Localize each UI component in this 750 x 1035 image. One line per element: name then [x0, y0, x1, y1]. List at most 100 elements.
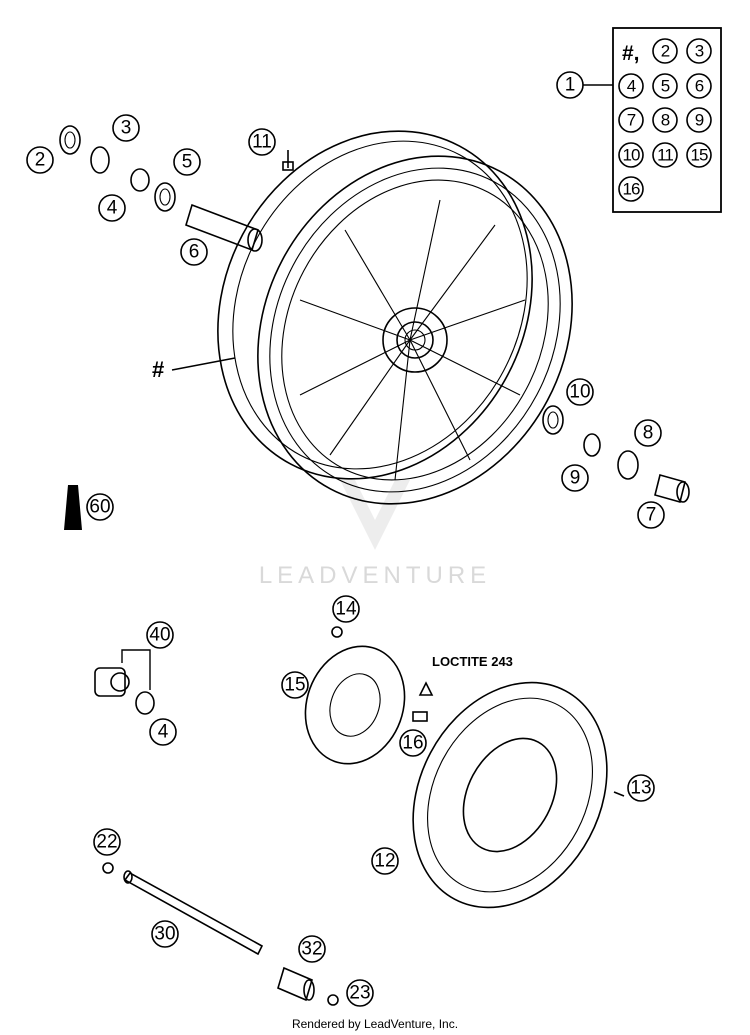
legend-item-8: 8	[652, 107, 678, 133]
callout-number: 3	[121, 118, 132, 139]
legend-item-3: 3	[686, 38, 712, 64]
callout-number: 12	[374, 851, 395, 872]
legend-item-2: 2	[652, 38, 678, 64]
seal-2	[59, 125, 81, 155]
callout-number: 40	[149, 625, 170, 646]
watermark-logo	[340, 480, 410, 550]
seal-8	[617, 450, 639, 480]
callout-5: 5	[173, 148, 201, 176]
legend-item-4: 4	[618, 73, 644, 99]
nut-23	[327, 994, 339, 1006]
callout-10: 10	[566, 378, 594, 406]
callout-number: 16	[623, 180, 640, 199]
callout-number: 2	[35, 150, 46, 171]
brake-disc-12	[412, 681, 608, 909]
loctite-label: LOCTITE 243	[432, 654, 513, 669]
callout-number: 6	[189, 242, 200, 263]
callout-number: 9	[570, 468, 581, 489]
callout-number: 15	[691, 146, 708, 165]
bolt-13	[613, 791, 625, 797]
callout-22: 22	[93, 828, 121, 856]
circlip-9	[583, 433, 601, 457]
callout-number: 32	[301, 939, 322, 960]
callout-number: 60	[89, 497, 110, 518]
callout-number: 3	[695, 42, 704, 61]
callout-number: 23	[349, 983, 370, 1004]
footer-credit: Rendered by LeadVenture, Inc.	[292, 1017, 458, 1031]
callout-number: 5	[182, 152, 193, 173]
callout-number: 10	[623, 146, 640, 165]
callout-number: 5	[661, 77, 670, 96]
legend-item-11: 11	[652, 142, 678, 168]
callout-number: 13	[630, 778, 651, 799]
callout-11: 11	[248, 128, 276, 156]
callout-3: 3	[112, 114, 140, 142]
callout-number: 15	[284, 675, 305, 696]
speedo-drive-40	[94, 667, 155, 715]
circlip-4	[130, 168, 150, 192]
spacer-6	[185, 203, 263, 252]
callout-4b: 4	[149, 718, 177, 746]
legend-item-9: 9	[686, 107, 712, 133]
valve-cap-60	[64, 485, 82, 530]
callout-number: 14	[335, 599, 357, 620]
callout-number: 1	[565, 75, 576, 96]
callout-15: 15	[281, 671, 309, 699]
callout-number: 2	[661, 42, 670, 61]
legend-box: #, 2 3 4 5 6 7 8 9 10 11 15 16	[612, 27, 722, 213]
legend-item-16: 16	[618, 176, 644, 202]
screw-16	[412, 681, 434, 722]
spacer-7	[654, 474, 690, 503]
callout-32: 32	[298, 935, 326, 963]
callout-number: 22	[96, 832, 117, 853]
callout-number: 8	[643, 423, 654, 444]
spacer-32	[277, 966, 315, 1002]
legend-item-15: 15	[686, 142, 712, 168]
callout-16: 16	[399, 729, 427, 757]
legend-item-6: 6	[686, 73, 712, 99]
callout-1: 1	[556, 71, 584, 99]
legend-item-5: 5	[652, 73, 678, 99]
callout-2: 2	[26, 146, 54, 174]
callout-number: 10	[569, 382, 590, 403]
callout-number: 11	[657, 146, 673, 165]
callout-number: 11	[252, 132, 272, 153]
callout-40: 40	[146, 621, 174, 649]
callout-7: 7	[637, 501, 665, 529]
callout-6: 6	[180, 238, 208, 266]
callout-number: 4	[627, 77, 636, 96]
legend-item-10: 10	[618, 142, 644, 168]
callout-13: 13	[627, 774, 655, 802]
callout-number: 8	[661, 111, 670, 130]
callout-23: 23	[346, 979, 374, 1007]
axle-30	[123, 870, 264, 956]
nut-14	[331, 626, 343, 638]
callout-number: 7	[627, 111, 636, 130]
callout-number: 4	[158, 722, 169, 743]
disc-carrier-15	[304, 645, 406, 765]
callout-number: 7	[646, 505, 657, 526]
callout-number: 16	[402, 733, 423, 754]
callout-number: 6	[695, 77, 704, 96]
callout-number: 4	[107, 198, 118, 219]
legend-hash-label: #,	[622, 42, 640, 65]
wheel-rim	[217, 130, 573, 505]
nut-22	[102, 862, 114, 874]
legend-item-7: 7	[618, 107, 644, 133]
callout-12: 12	[371, 847, 399, 875]
bearing-10	[542, 405, 564, 435]
callout-14: 14	[332, 595, 360, 623]
ring-3	[90, 146, 110, 174]
watermark-text: LEADVENTURE	[259, 562, 491, 589]
callout-number: 30	[154, 924, 175, 945]
callout-4a: 4	[98, 194, 126, 222]
callout-8: 8	[634, 419, 662, 447]
callout-60: 60	[86, 493, 114, 521]
wheel-label: #	[152, 357, 164, 382]
callout-number: 9	[695, 111, 704, 130]
callout-30: 30	[151, 920, 179, 948]
callout-9: 9	[561, 464, 589, 492]
bearing-5	[154, 182, 176, 212]
valve-11	[282, 150, 294, 171]
